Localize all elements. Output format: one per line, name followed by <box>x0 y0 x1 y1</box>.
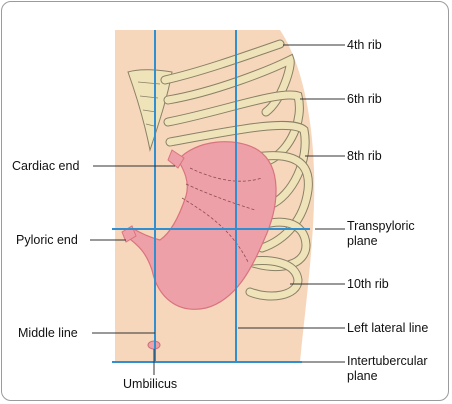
label-transpyloric-line2: plane <box>347 234 378 248</box>
label-middle-line: Middle line <box>18 326 78 340</box>
label-intertubercular-line1: Intertubercular <box>347 354 428 368</box>
stomach <box>125 141 277 310</box>
label-10th-rib: 10th rib <box>347 277 389 291</box>
label-pyloric-end: Pyloric end <box>16 233 78 247</box>
sternum <box>127 69 173 152</box>
label-transpyloric-line1: Transpyloric <box>347 219 415 233</box>
label-8th-rib: 8th rib <box>347 149 382 163</box>
label-left-lateral-line: Left lateral line <box>347 321 429 335</box>
label-umbilicus: Umbilicus <box>123 377 178 391</box>
esophagus <box>167 149 185 169</box>
label-cardiac-end: Cardiac end <box>12 159 80 173</box>
reference-lines <box>112 30 310 363</box>
rib-cage <box>160 39 313 301</box>
label-intertubercular-line2: plane <box>347 369 378 383</box>
leader-lines <box>90 44 345 375</box>
label-4th-rib: 4th rib <box>347 38 382 52</box>
label-6th-rib: 6th rib <box>347 92 382 106</box>
